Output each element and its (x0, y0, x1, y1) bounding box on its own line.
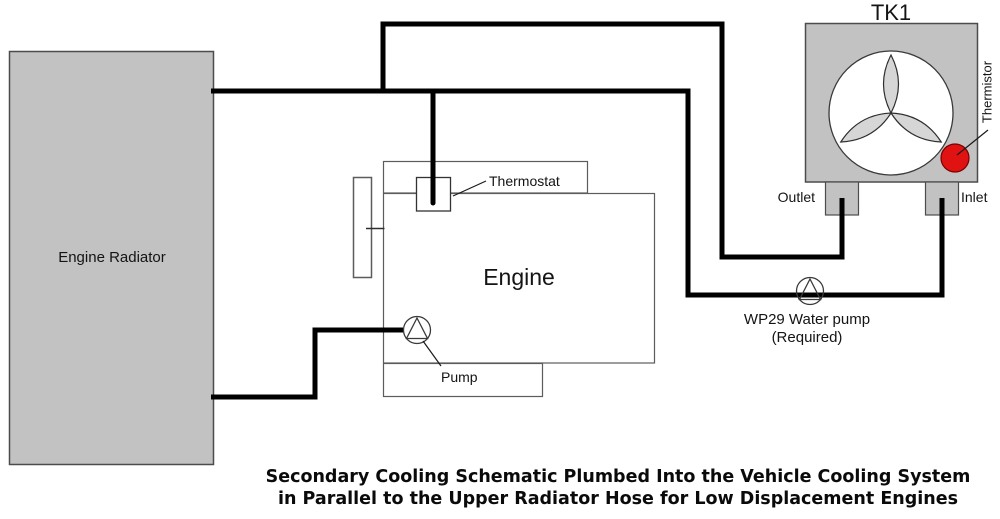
tk1-title: TK1 (870, 0, 912, 25)
pipe-lower-hose (211, 327, 403, 400)
coolant-pipes (211, 21, 945, 400)
radiator-label: Engine Radiator (58, 249, 166, 266)
schematic-caption: Secondary Cooling Schematic Plumbed Into… (218, 466, 1000, 510)
engine-bracket (352, 176, 385, 279)
fan-icon (828, 50, 954, 176)
engine-radiator-box (8, 50, 215, 466)
engine-label: Engine (483, 264, 555, 290)
thermostat-leader-line (452, 180, 487, 197)
outlet-label: Outlet (777, 189, 815, 205)
thermistor-label: Thermistor (979, 60, 995, 124)
wp29-pump-icon (795, 276, 825, 306)
inlet-label: Inlet (961, 189, 988, 205)
engine-block (382, 160, 656, 398)
pump-leader-line (422, 340, 442, 367)
wp29-pump-required-label: (Required) (771, 329, 843, 346)
wp29-pump-name-label: WP29 Water pump (743, 311, 871, 328)
thermistor-leader-line (956, 129, 989, 156)
caption-line-1: Secondary Cooling Schematic Plumbed Into… (265, 467, 971, 487)
pipe-top-loop-to-outlet (380, 21, 845, 260)
pipe-upper-hose-to-inlet (211, 88, 945, 298)
pump-label: Pump (441, 369, 478, 385)
engine-pump-icon (402, 315, 432, 345)
caption-line-2: in Parallel to the Upper Radiator Hose f… (277, 489, 959, 509)
thermostat-label: Thermostat (489, 173, 560, 189)
